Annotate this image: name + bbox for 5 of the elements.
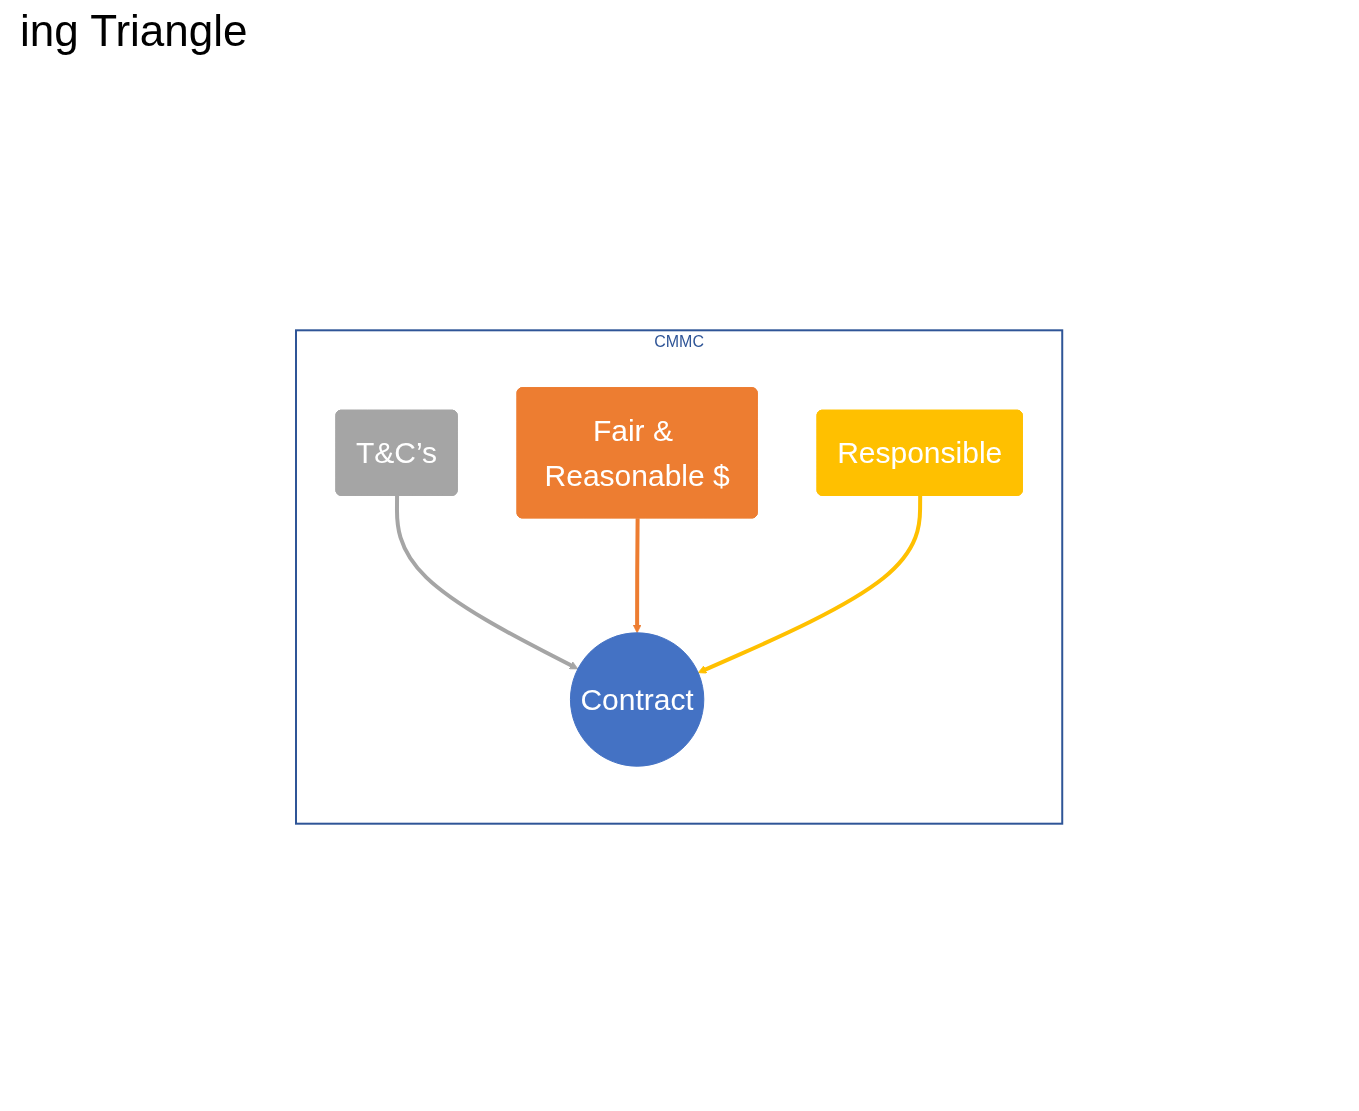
arrow (395, 495, 579, 670)
arrow (633, 518, 642, 634)
arrow (698, 495, 923, 674)
diagram-title: ing Triangle (20, 6, 249, 56)
node-circle: Contract (570, 632, 705, 767)
